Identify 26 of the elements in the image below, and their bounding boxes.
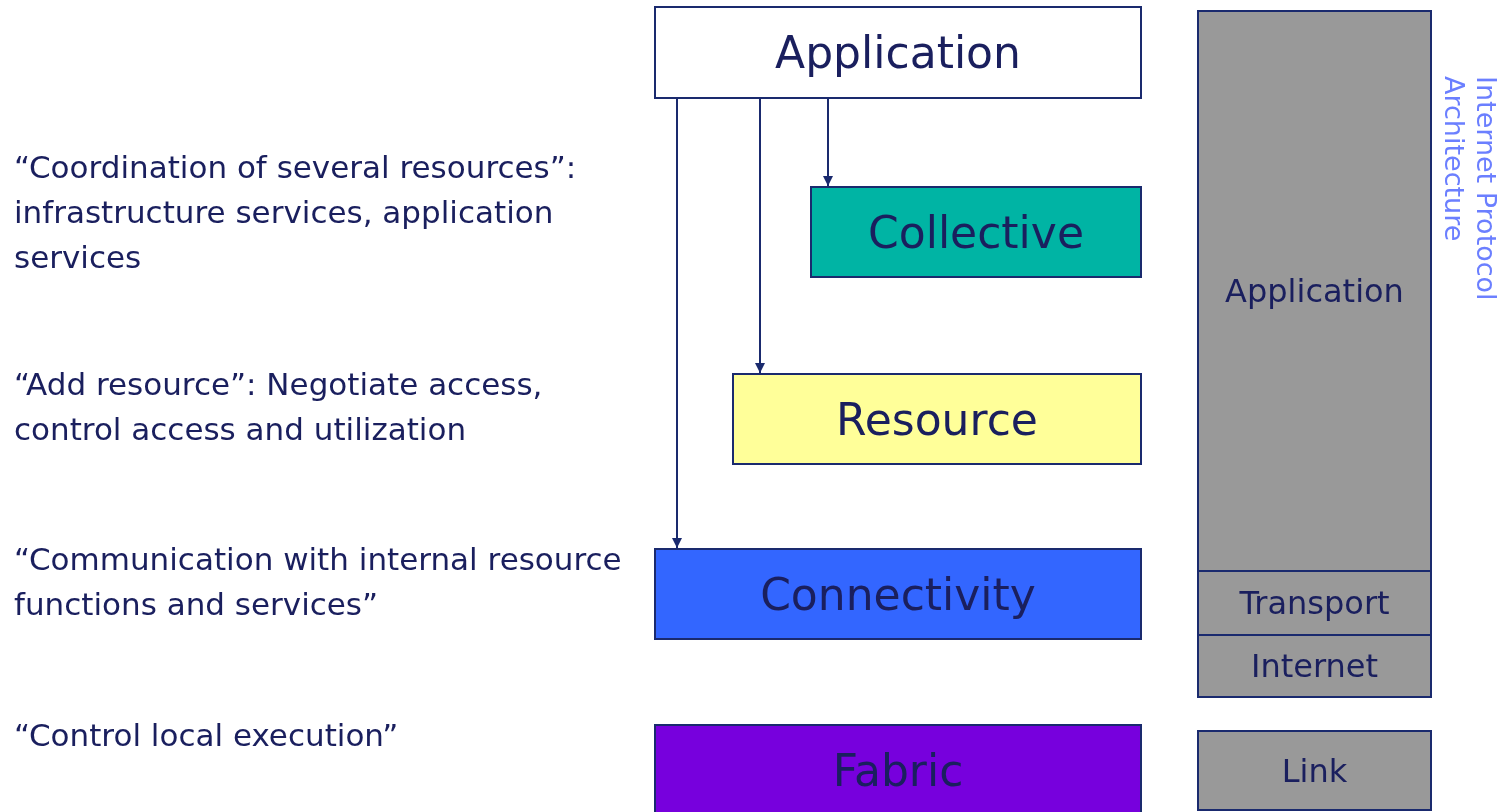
arrow bbox=[823, 98, 833, 187]
layer-box bbox=[810, 186, 1142, 278]
protocol-layer-box bbox=[1197, 10, 1432, 572]
protocol-layer-box bbox=[1197, 634, 1432, 698]
layer-label: Transport bbox=[1239, 584, 1390, 622]
protocol-layer-box bbox=[1197, 730, 1432, 811]
layer-box bbox=[654, 724, 1142, 812]
layer-label: Link bbox=[1281, 751, 1348, 790]
layer-description: “Add resource”: Negotiate access, control access and utilization bbox=[14, 365, 544, 449]
vertical-caption: Internet Protocol Architecture bbox=[1438, 76, 1502, 303]
layer-box bbox=[654, 6, 1142, 99]
layer-description: “Coordination of several resources”: infrastructure services, application services bbox=[14, 148, 578, 277]
layer-label: Resource bbox=[836, 393, 1038, 445]
protocol-layer-box bbox=[1197, 570, 1432, 636]
layer-description: “Communication with internal resource functions and services” bbox=[14, 540, 623, 624]
layer-label: Fabric bbox=[832, 744, 964, 796]
layer-box bbox=[732, 373, 1142, 465]
arrow bbox=[755, 98, 765, 374]
layer-label: Application bbox=[775, 27, 1021, 78]
layer-label: Connectivity bbox=[760, 568, 1036, 620]
layer-description: “Control local execution” bbox=[14, 716, 400, 755]
layer-box bbox=[654, 548, 1142, 640]
layer-label: Collective bbox=[868, 206, 1084, 258]
layer-label: Application bbox=[1225, 272, 1404, 310]
arrow bbox=[672, 98, 682, 549]
layer-label: Internet bbox=[1250, 647, 1379, 685]
